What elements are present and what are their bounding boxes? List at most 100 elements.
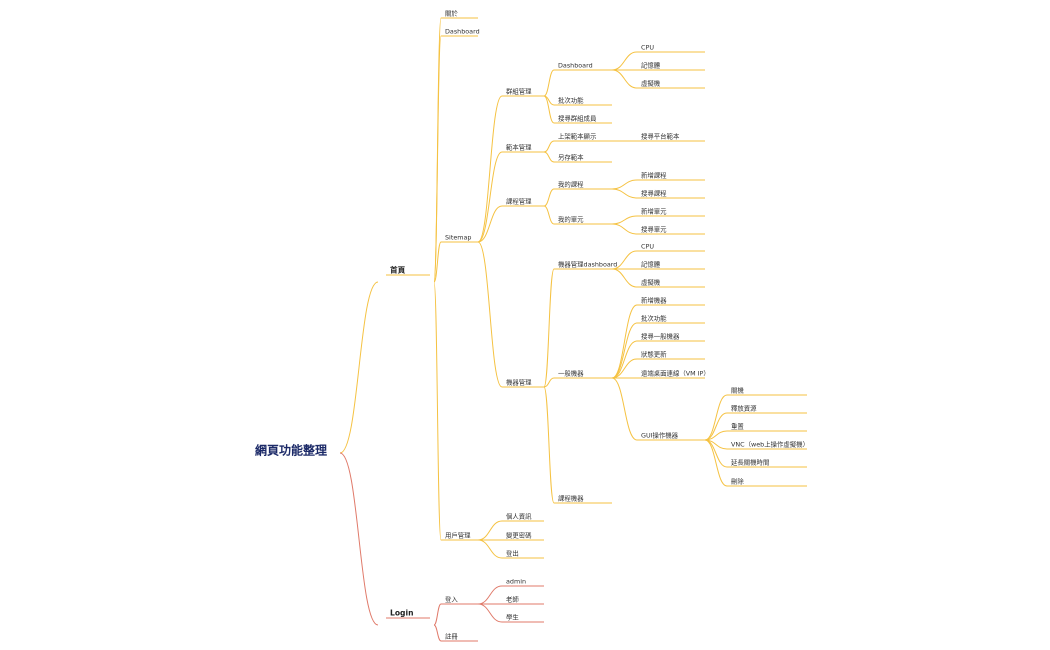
link-machine-course-node [543,386,555,504]
link-root-home [339,281,379,454]
template-node-label: 範本管理 [506,143,532,152]
general-item-0-node-label: 新增機器 [641,296,667,305]
template-saveas-node-label: 另存範本 [558,153,584,162]
machine-course-node[interactable]: 課程機器 [554,494,612,504]
course-add-node[interactable]: 新增課程 [637,171,705,181]
course-add-node-label: 新增課程 [641,171,667,180]
link-course-units-node [543,205,555,225]
machine-dash-vm-node[interactable]: 虛擬機 [637,278,705,288]
gui-item-1-node[interactable]: 釋放資源 [727,404,807,414]
gui-item-4-node[interactable]: 延長關機時間 [727,458,807,468]
home-node-label: 首頁 [390,265,406,275]
register-node[interactable]: 註冊 [441,632,478,642]
link-general-item-1-node [611,322,638,379]
user-mgmt-node[interactable]: 用戶管理 [441,531,478,541]
register-node-label: 註冊 [445,632,458,641]
gui-item-1-node-label: 釋放資源 [731,404,757,413]
user-mgmt-item-0-node[interactable]: 個人資訊 [502,512,544,522]
unit-search-node[interactable]: 搜尋單元 [637,225,705,235]
general-item-4-node[interactable]: 遠端桌面連線（VM IP） [637,369,710,379]
machine-dash-mem-node-label: 記憶體 [641,260,661,269]
link-group-dashboard-node [543,69,555,97]
general-item-4-node-label: 遠端桌面連線（VM IP） [641,369,710,378]
template-saveas-node[interactable]: 另存範本 [554,153,612,163]
machine-dash-cpu-node-label: CPU [641,243,654,251]
link-group-dash-vm-node [611,69,638,89]
gui-item-3-node-label: VNC（web上操作虛擬機） [731,440,809,449]
course-mine-node[interactable]: 我的課程 [554,180,612,190]
link-machine-dash-cpu-node [611,250,638,270]
link-general-item-3-node [611,358,638,379]
machine-general-node[interactable]: 一般機器 [554,369,612,379]
signin-item-0-node[interactable]: admin [502,578,544,587]
general-item-1-node-label: 批次功能 [641,314,667,323]
link-machine-node [477,241,503,388]
link-course-node [477,205,503,243]
link-sitemap-node [433,241,442,283]
user-mgmt-item-1-node-label: 變更密碼 [506,531,532,540]
sitemap-node[interactable]: Sitemap [441,234,478,243]
machine-dash-vm-node-label: 虛擬機 [641,278,661,287]
group-dashboard-node[interactable]: Dashboard [554,62,612,71]
group-batch-node[interactable]: 批次功能 [554,96,612,106]
user-mgmt-item-1-node[interactable]: 變更密碼 [502,531,544,541]
group-search-node[interactable]: 搜尋群組成員 [554,114,612,124]
home-node[interactable]: 首頁 [386,265,430,276]
link-gui-item-1 [704,412,728,441]
about-node[interactable]: 關於 [441,9,478,19]
sitemap-node-label: Sitemap [445,234,471,242]
link-user-mgmt-node [433,281,442,541]
machine-dashboard-node[interactable]: 機器管理dashboard [554,260,617,270]
link-course-search-node [611,188,638,199]
link-signin-0 [477,585,503,605]
course-mine-node-label: 我的課程 [558,180,584,189]
group-dash-vm-node[interactable]: 虛擬機 [637,79,705,89]
unit-add-node[interactable]: 新增單元 [637,207,705,217]
general-item-3-node[interactable]: 狀態更新 [637,350,705,360]
machine-course-node-label: 課程機器 [558,494,584,503]
user-mgmt-item-2-node[interactable]: 登出 [502,549,544,559]
template-platform-node-label: 搜尋平台範本 [641,132,680,141]
course-search-node[interactable]: 搜尋課程 [637,189,705,199]
link-unit-add-node [611,215,638,225]
general-item-3-node-label: 狀態更新 [641,350,667,359]
link-gui-node [611,377,638,441]
group-dash-mem-node[interactable]: 記憶體 [637,61,705,71]
template-node[interactable]: 範本管理 [502,143,544,153]
gui-node[interactable]: GUI操作機器 [637,431,705,441]
gui-item-3-node[interactable]: VNC（web上操作虛擬機） [727,440,809,450]
dashboard-node[interactable]: Dashboard [441,28,480,37]
group-node[interactable]: 群組管理 [502,87,544,97]
machine-dashboard-node-label: 機器管理dashboard [558,260,617,269]
gui-item-5-node[interactable]: 刪除 [727,477,807,487]
root-node[interactable]: 網頁功能整理 [255,443,327,458]
link-group-dash-CPU-node [611,51,638,71]
general-item-1-node[interactable]: 批次功能 [637,314,705,324]
machine-dash-cpu-node[interactable]: CPU [637,243,705,252]
template-platform-node[interactable]: 搜尋平台範本 [637,132,705,142]
signin-node[interactable]: 登入 [441,595,478,605]
link-signin [433,603,442,626]
course-node[interactable]: 課程管理 [502,197,544,207]
link-signin-2 [477,603,503,623]
signin-item-1-node[interactable]: 老師 [502,595,544,605]
general-item-2-node[interactable]: 搜尋一般機器 [637,332,705,342]
login-node-label: Login [390,609,414,618]
login-node[interactable]: Login [386,609,430,619]
unit-search-node-label: 搜尋單元 [641,225,667,234]
general-item-0-node[interactable]: 新增機器 [637,296,705,306]
template-listed-node[interactable]: 上架範本顯示 [554,132,612,142]
general-item-2-node-label: 搜尋一般機器 [641,332,680,341]
signin-item-2-node[interactable]: 學生 [502,613,544,623]
link-course-mine-node [543,188,555,207]
gui-item-2-node[interactable]: 重置 [727,423,807,432]
machine-node[interactable]: 機器管理 [502,378,544,388]
machine-dash-mem-node[interactable]: 記憶體 [637,260,705,270]
gui-item-0-node[interactable]: 關機 [727,386,807,396]
group-dash-CPU-node[interactable]: CPU [637,44,705,53]
user-mgmt-node-label: 用戶管理 [445,531,471,540]
course-search-node-label: 搜尋課程 [641,189,667,198]
course-units-node[interactable]: 我的單元 [554,215,612,225]
gui-item-0-node-label: 關機 [731,386,744,395]
